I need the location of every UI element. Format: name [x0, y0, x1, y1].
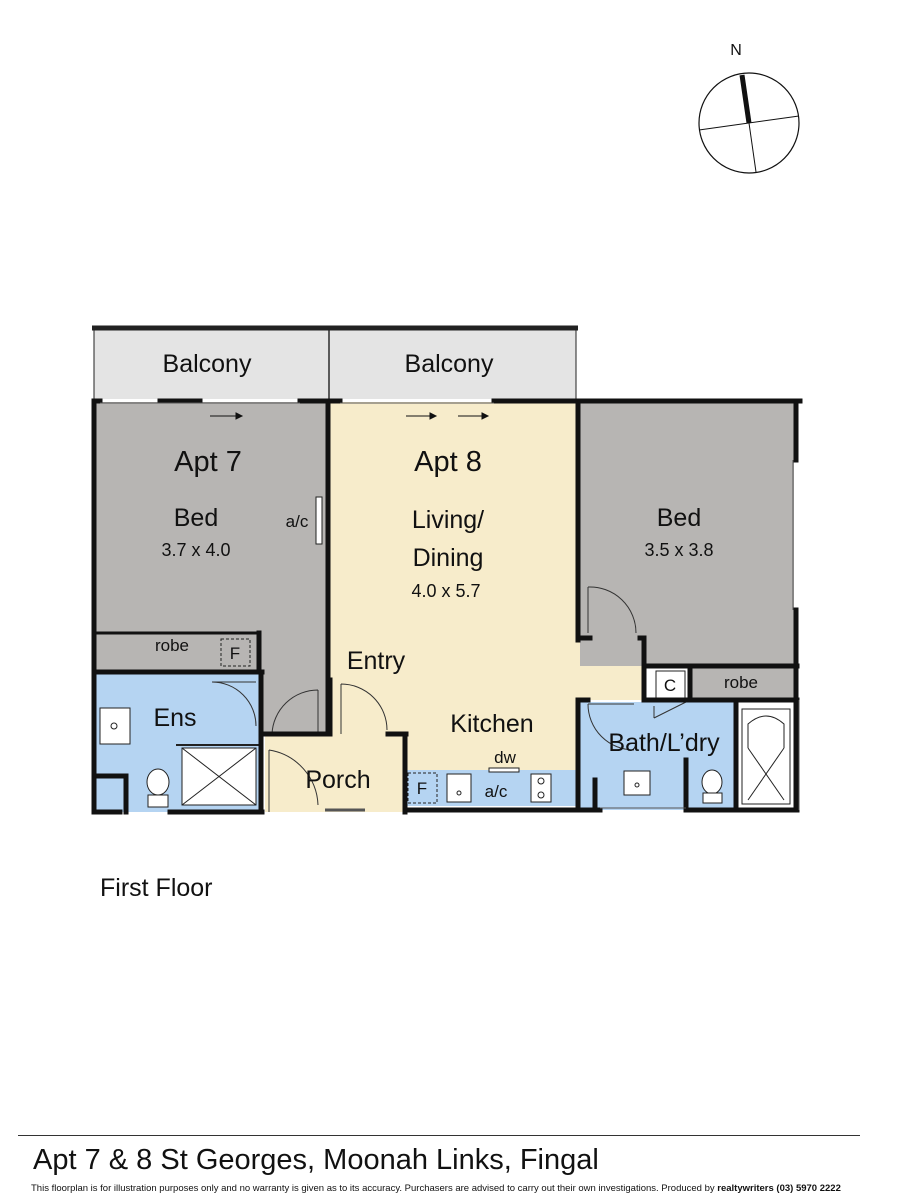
ensuite-toilet-icon — [146, 768, 170, 796]
room-labels: Balcony Balcony Apt 7 Bed 3.7 x 4.0 a/c … — [153, 350, 758, 801]
apt8-bed-door-swing — [587, 586, 637, 634]
bath-toilet-icon — [701, 769, 723, 795]
disclaimer: This floorplan is for illustration purpo… — [31, 1183, 841, 1194]
entry-door-swing — [340, 683, 388, 734]
compass-north-label: N — [730, 42, 742, 59]
apt7-bed-label: Bed — [174, 504, 218, 532]
living-label-line1: Living/ — [412, 506, 484, 534]
walls — [91, 398, 803, 815]
living-label-line2: Dining — [413, 544, 484, 572]
cupboard-label: C — [664, 676, 676, 695]
balcony-right-fill — [330, 329, 576, 399]
cooktop-burner-2-icon — [537, 791, 545, 799]
apt7-bed-fill — [95, 402, 327, 632]
fixtures — [99, 496, 791, 808]
room-fills — [94, 329, 794, 812]
property-address: Apt 7 & 8 St Georges, Moonah Links, Fing… — [33, 1144, 599, 1176]
apt7-robe-fridge-icon — [220, 638, 251, 667]
door-swings — [211, 586, 687, 812]
balcony-left-fill — [94, 329, 328, 399]
ensuite-cistern-icon — [147, 794, 169, 808]
compass-north-needle-icon — [739, 74, 752, 124]
apt8-bed-label: Bed — [657, 504, 701, 532]
apt7-ac-unit-icon — [315, 496, 323, 545]
kitchen-fridge-icon — [407, 772, 438, 804]
footer-divider — [18, 1135, 860, 1136]
living-dims: 4.0 x 5.7 — [411, 581, 480, 601]
balcony-right-label: Balcony — [405, 350, 494, 378]
entry-label: Entry — [347, 647, 406, 675]
living-dining-fill — [330, 402, 642, 770]
bathtub-icon — [741, 708, 791, 805]
ensuite-label: Ens — [153, 704, 196, 732]
ensuite-shower-diag-2 — [181, 747, 257, 806]
apt8-bed-dims: 3.5 x 3.8 — [644, 540, 713, 560]
porch-fill — [265, 735, 405, 812]
windows — [100, 402, 800, 812]
apt8-robe-label: robe — [724, 673, 758, 692]
kitchen-fridge-label: F — [417, 779, 427, 798]
apt8-title: Apt 8 — [414, 446, 482, 478]
apt7-robe-fridge-label: F — [230, 644, 240, 663]
producer-credit: realtywriters (03) 5970 2222 — [717, 1183, 841, 1194]
compass: N — [698, 42, 800, 174]
bath-cistern-icon — [702, 792, 723, 804]
porch-label: Porch — [305, 766, 370, 794]
balcony-left-label: Balcony — [163, 350, 252, 378]
cooktop-burner-1-icon — [537, 777, 545, 785]
apt7-title: Apt 7 — [174, 446, 242, 478]
apt7-robe-label: robe — [155, 636, 189, 655]
kitchen-sink-drain-icon — [456, 790, 462, 796]
dishwasher-icon — [488, 767, 520, 773]
sliding-door-arrows — [210, 412, 490, 420]
ensuite-door-swing — [211, 681, 257, 727]
porch-door-swing — [268, 749, 319, 812]
floor-label: First Floor — [100, 874, 213, 902]
slider-apt8-a-arrow-icon — [429, 412, 438, 420]
apt7-ac-label: a/c — [286, 512, 309, 531]
ensuite-basin-icon — [110, 722, 118, 730]
cupboard-door-swing — [653, 701, 687, 719]
bathtub-curve — [747, 715, 785, 748]
kitchen-sink-icon — [446, 773, 472, 803]
slider-apt7-arrow-icon — [235, 412, 244, 420]
bath-door-swing — [587, 703, 635, 751]
bathtub-diag-2 — [747, 747, 785, 801]
apt8-robe-fill — [690, 666, 794, 699]
apt7-robe-fill — [95, 632, 260, 670]
apt8-bed-fill — [580, 402, 794, 666]
dishwasher-label: dw — [494, 748, 516, 767]
disclaimer-text: This floorplan is for illustration purpo… — [31, 1183, 718, 1194]
apt7-bed-door-swing — [271, 689, 319, 735]
compass-south-line — [748, 122, 757, 173]
kitchen-label: Kitchen — [450, 710, 533, 738]
bath-basin-icon — [634, 782, 640, 788]
slider-apt8-b-arrow-icon — [481, 412, 490, 420]
kitchen-ac-label: a/c — [485, 782, 508, 801]
cooktop-icon — [530, 773, 552, 803]
apt7-bed-dims: 3.7 x 4.0 — [161, 540, 230, 560]
balcony-rails — [92, 325, 578, 400]
apt7-bed-lower-fill — [258, 632, 327, 735]
bath-laundry-label: Bath/L’dry — [608, 729, 720, 757]
